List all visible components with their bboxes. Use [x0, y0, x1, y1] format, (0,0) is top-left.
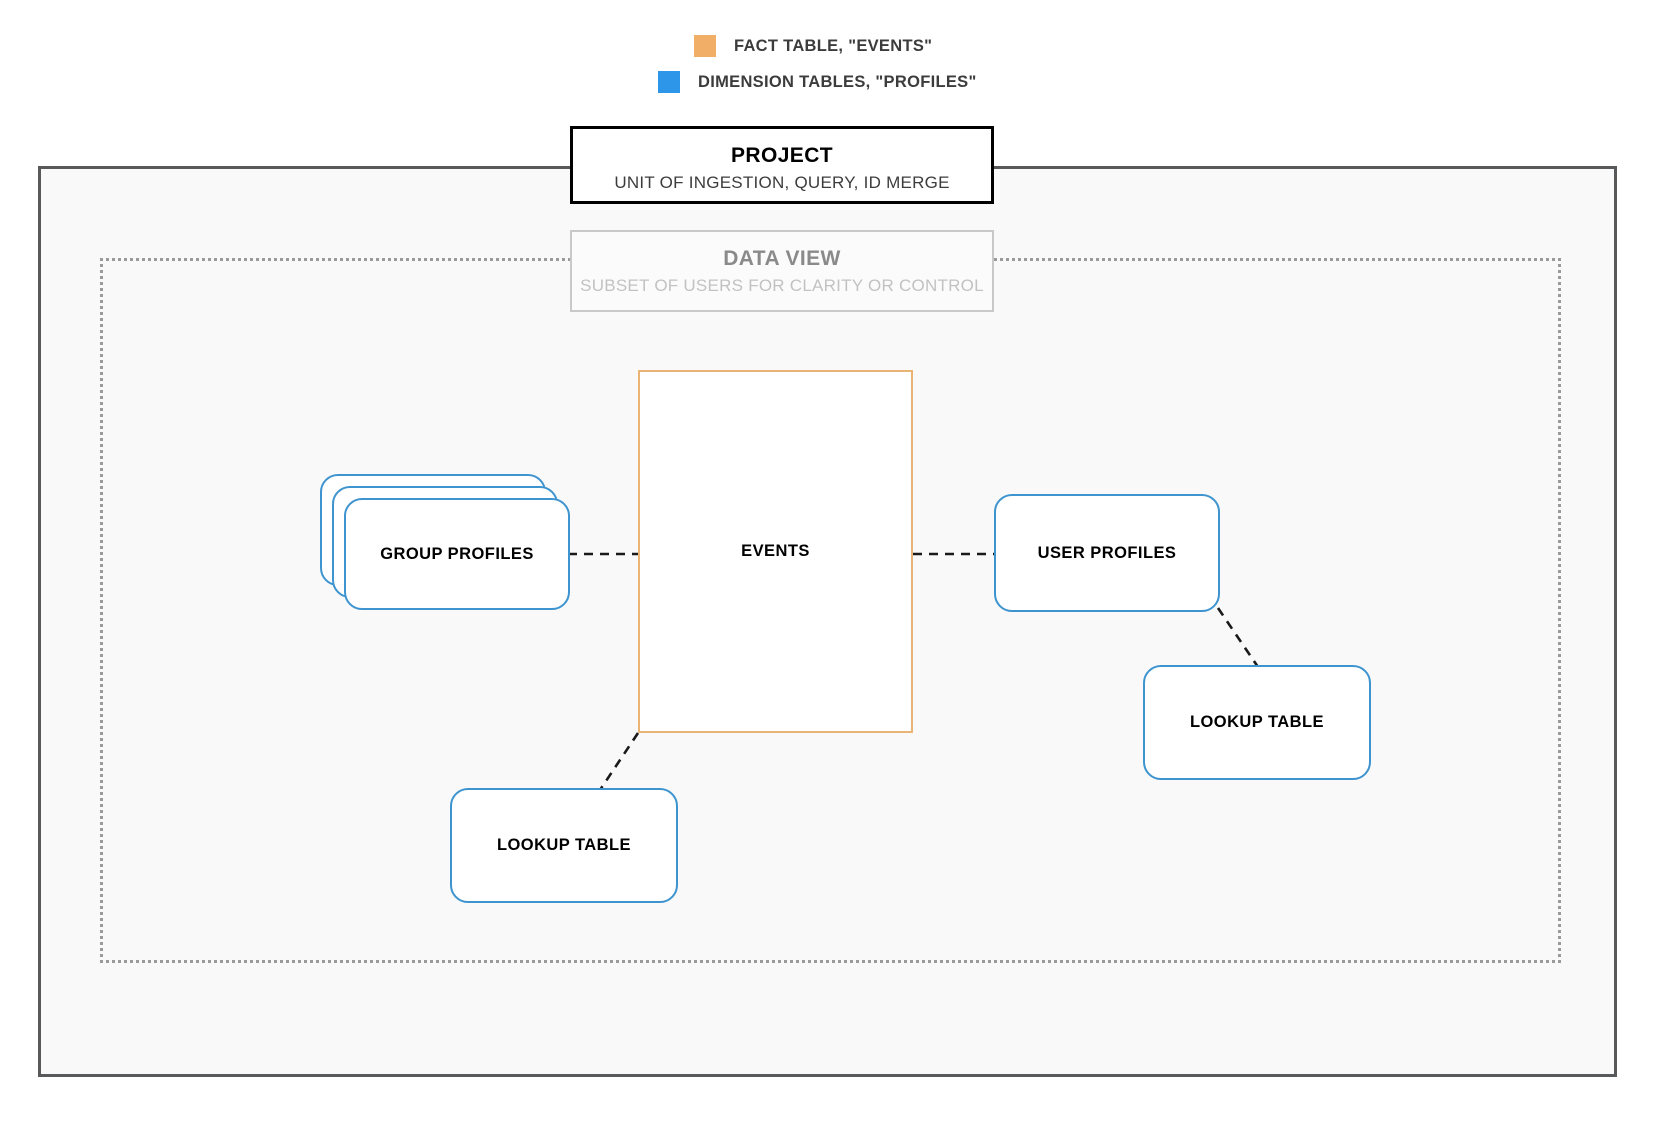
- entity-label-lookup-table-left: LOOKUP TABLE: [496, 836, 632, 854]
- project-subtitle: UNIT OF INGESTION, QUERY, ID MERGE: [614, 173, 950, 193]
- entity-lookup-table-right[interactable]: LOOKUP TABLE: [1143, 665, 1371, 780]
- entity-label-events: EVENTS: [741, 542, 810, 560]
- dimension-tables-color-swatch-icon: [658, 71, 680, 93]
- entity-lookup-table-left[interactable]: LOOKUP TABLE: [450, 788, 678, 903]
- legend-item-dimension-tables: DIMENSION TABLES, "PROFILES": [658, 71, 977, 93]
- entity-user-profiles[interactable]: USER PROFILES: [994, 494, 1220, 612]
- data-view-title: DATA VIEW: [723, 247, 841, 270]
- entity-label-lookup-table-right: LOOKUP TABLE: [1189, 713, 1325, 731]
- group-profiles-stack-card-front[interactable]: GROUP PROFILES: [344, 498, 570, 610]
- entity-label-user-profiles: USER PROFILES: [1037, 543, 1177, 562]
- legend-label-fact-table: FACT TABLE, "EVENTS": [734, 36, 933, 55]
- entity-events-fact-table[interactable]: EVENTS: [638, 370, 913, 733]
- legend-label-dimension-tables: DIMENSION TABLES, "PROFILES": [698, 72, 977, 91]
- fact-table-color-swatch-icon: [694, 35, 716, 57]
- data-view-subtitle: SUBSET OF USERS FOR CLARITY OR CONTROL: [580, 276, 984, 296]
- entity-group-profiles-stack[interactable]: GROUP PROFILES: [320, 474, 570, 610]
- legend-item-fact-table: FACT TABLE, "EVENTS": [694, 35, 932, 57]
- project-header-card: PROJECT UNIT OF INGESTION, QUERY, ID MER…: [570, 126, 994, 204]
- data-view-header-card: DATA VIEW SUBSET OF USERS FOR CLARITY OR…: [570, 230, 994, 312]
- entity-label-group-profiles: GROUP PROFILES: [380, 544, 534, 563]
- project-title: PROJECT: [731, 144, 833, 167]
